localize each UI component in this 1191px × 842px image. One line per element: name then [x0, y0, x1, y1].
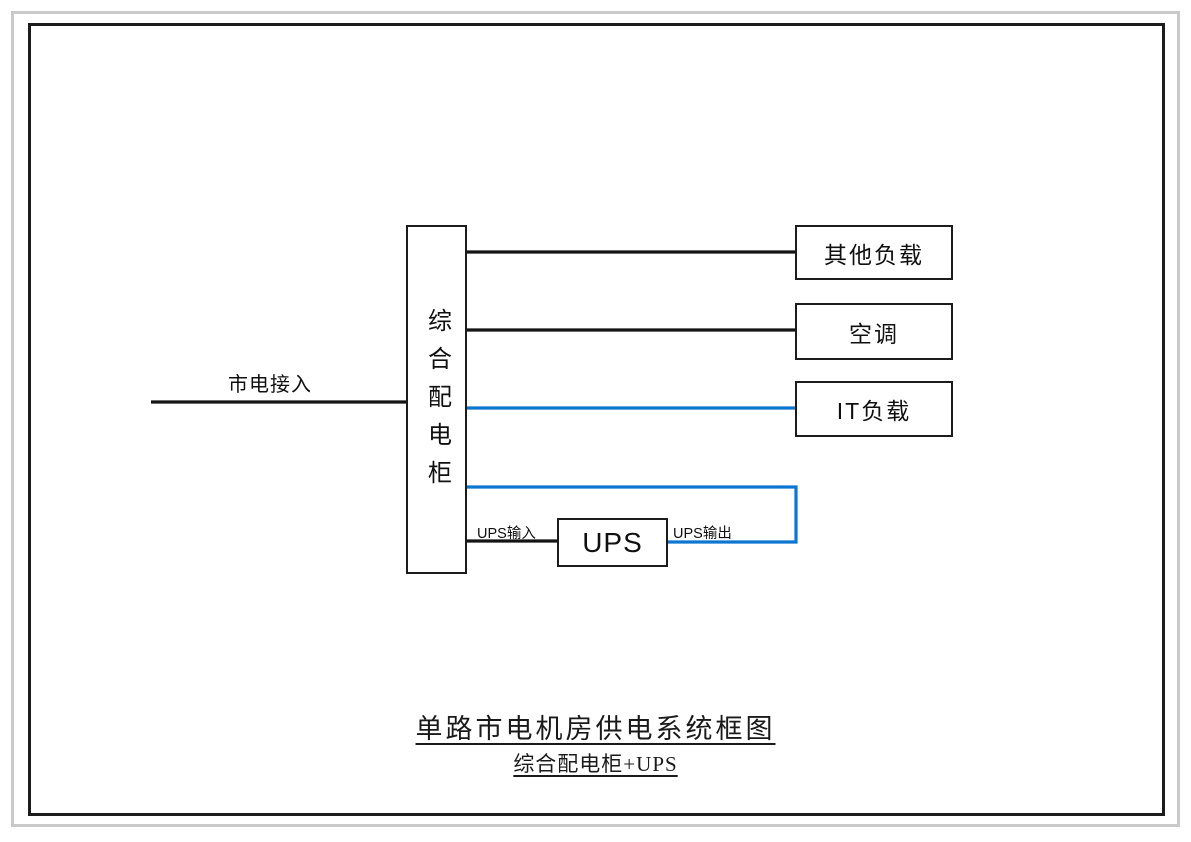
node-distribution-cabinet-label: 综合配电柜: [423, 308, 451, 498]
page-outer-frame: [11, 11, 1180, 827]
label-mains-inlet: 市电接入: [228, 374, 312, 396]
caption-subtitle-row: 综合配电柜+UPS: [0, 751, 1191, 777]
node-other-load-label: 其他负载: [824, 241, 924, 268]
diagram-subtitle: 综合配电柜+UPS: [513, 751, 678, 776]
node-distribution-cabinet[interactable]: 综合配电柜: [406, 225, 467, 574]
caption-title-row: 单路市电机房供电系统框图: [0, 713, 1191, 747]
diagram-title: 单路市电机房供电系统框图: [415, 714, 776, 744]
page-inner-frame: [28, 23, 1165, 816]
node-ups[interactable]: UPS: [557, 518, 668, 567]
label-ups-output: UPS输出: [673, 526, 732, 542]
node-it-load[interactable]: IT负载: [795, 381, 953, 437]
wire-ups-output-riser: [467, 485, 798, 544]
node-air-conditioning-load[interactable]: 空调: [795, 303, 953, 360]
node-other-load[interactable]: 其他负载: [795, 225, 953, 280]
node-air-conditioning-load-label: 空调: [849, 320, 899, 347]
diagram-caption: 单路市电机房供电系统框图 综合配电柜+UPS: [0, 713, 1191, 777]
node-it-load-label: IT负载: [836, 398, 912, 424]
label-ups-input: UPS输入: [477, 526, 536, 542]
node-ups-label: UPS: [582, 526, 643, 558]
